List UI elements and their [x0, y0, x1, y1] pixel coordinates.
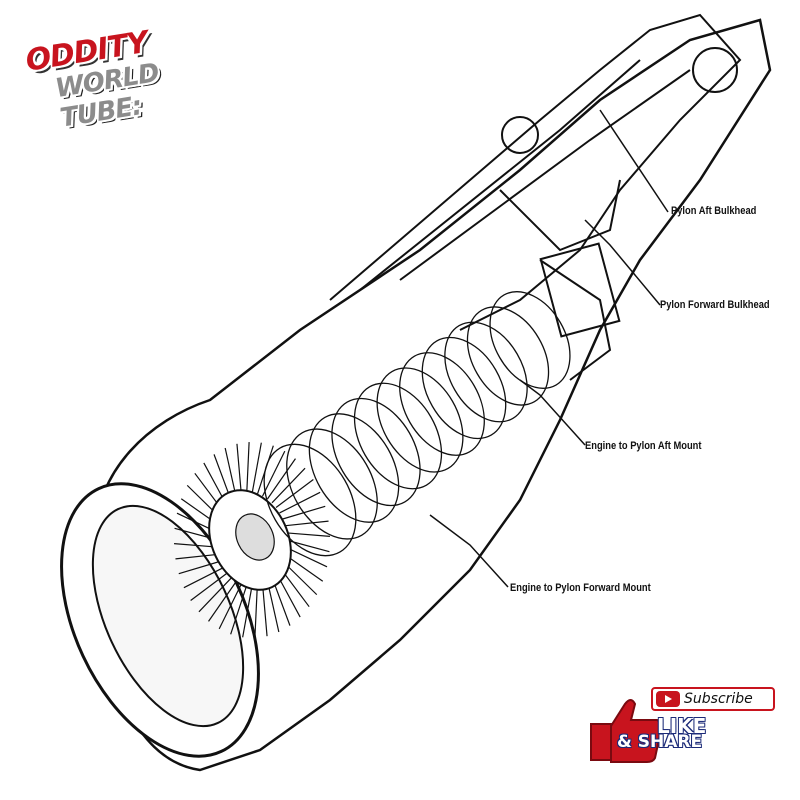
fan-blade	[175, 553, 220, 560]
leader-lines	[429, 109, 669, 588]
fan-blade	[261, 450, 286, 497]
pylon	[329, 13, 742, 381]
core-stage-ring	[489, 291, 571, 389]
fan-blade	[254, 585, 258, 638]
fan-blade	[183, 566, 225, 589]
fan-blade	[218, 583, 243, 630]
fan-blade	[285, 532, 330, 537]
fan-blade	[284, 520, 329, 527]
fan-blade	[230, 585, 248, 635]
core-stages	[263, 291, 571, 557]
core-stage-ring	[308, 413, 400, 523]
subscribe-label: Subscribe	[684, 691, 753, 707]
fan-blade	[236, 443, 243, 497]
fan-blade	[190, 572, 229, 601]
fan-blade	[246, 442, 250, 495]
like-label: LIKE	[657, 714, 707, 738]
fan-blade	[208, 580, 238, 622]
youtube-play-icon	[656, 691, 680, 707]
fan-blade	[266, 580, 280, 633]
core-stage-ring	[376, 367, 464, 473]
fan-blade	[242, 585, 253, 638]
core-stage-ring	[263, 443, 357, 557]
inlet-lip	[60, 482, 260, 758]
thumbs-up-icon	[590, 699, 663, 763]
fan-blade	[285, 546, 328, 568]
channel-logo: ODDITY WORLD TUBE:	[18, 22, 238, 134]
fan-blade	[275, 479, 314, 508]
label-engine-to-pylon-aft-mount: Engine to Pylon Aft Mount	[585, 440, 702, 452]
label-pylon-aft-bulkhead: Pylon Aft Bulkhead	[671, 205, 757, 217]
fan-blade	[261, 583, 268, 637]
core-stage-ring	[286, 428, 378, 540]
label-pylon-forward-bulkhead: Pylon Forward Bulkhead	[660, 299, 770, 311]
subscribe-button[interactable]: Subscribe	[651, 687, 775, 711]
like-share-subscribe-badge: Subscribe LIKE & SHARE	[585, 682, 785, 782]
core-stage-ring	[444, 321, 528, 423]
core-stage-ring	[466, 306, 550, 406]
core-stage-ring	[331, 397, 421, 507]
fan-blade	[271, 467, 306, 504]
fan-blade	[178, 560, 222, 575]
fan-blade	[198, 576, 233, 613]
fan-blade	[266, 458, 296, 500]
core-stage-ring	[399, 352, 485, 456]
fan-blades	[174, 442, 330, 638]
core-stage-ring	[421, 336, 507, 440]
share-label: & SHARE	[617, 732, 703, 752]
fan-blade	[279, 491, 321, 514]
label-engine-to-pylon-forward-mount: Engine to Pylon Forward Mount	[510, 582, 651, 594]
fan-blade	[251, 442, 262, 495]
core-stage-ring	[353, 382, 443, 490]
